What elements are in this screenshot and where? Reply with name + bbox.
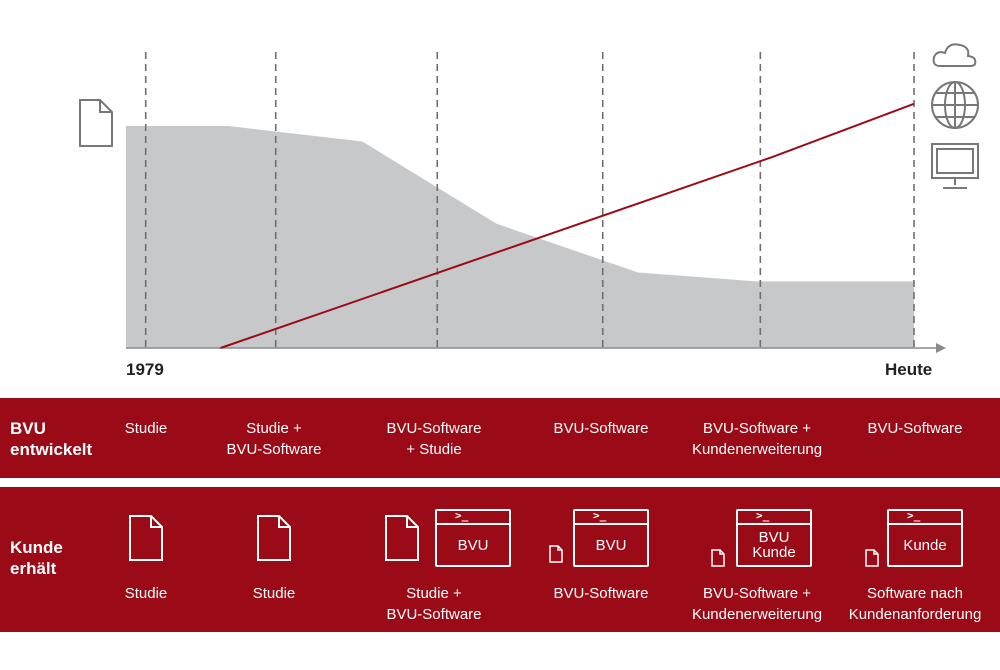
developed-cell-4: BVU-Software — [553, 420, 649, 437]
timeline-start-label: 1979 — [126, 360, 164, 379]
developed-cell-2: Studie + BVU-Software — [226, 420, 322, 458]
globe-icon — [931, 81, 979, 129]
terminal-window-icon: >_ BVU Kunde — [736, 509, 812, 567]
cloud-icon — [932, 43, 977, 67]
time-axis-arrow — [936, 343, 946, 353]
bvu-developed-title: BVU entwickelt — [10, 419, 93, 459]
received-cell-4: BVU-Software — [553, 585, 649, 602]
terminal-window-icon: >_ Kunde — [887, 509, 963, 567]
received-cell-5: BVU-Software + Kundenerweiterung — [691, 585, 823, 623]
received-cell-1: Studie — [124, 585, 168, 602]
timeline-chart — [79, 43, 979, 353]
timeline-end-label: Heute — [885, 360, 933, 379]
bvu-developed-band: BVU entwickelt Studie Studie + BVU-Softw… — [0, 398, 1000, 478]
document-icon — [129, 515, 163, 561]
small-document-icon — [711, 549, 725, 567]
digital-trend-line — [220, 102, 915, 349]
received-cell-2: Studie — [252, 585, 296, 602]
monitor-icon — [931, 143, 979, 189]
received-cell-3: Studie + BVU-Software — [386, 585, 482, 623]
customer-receives-title: Kunde erhält — [10, 538, 63, 578]
terminal-label: BVU — [595, 536, 627, 554]
terminal-label: Kunde — [903, 536, 947, 554]
document-icon — [257, 515, 291, 561]
developed-cell-1: Studie — [124, 420, 168, 437]
terminal-window-icon: >_ BVU — [573, 509, 649, 567]
terminal-label: BVU Kunde — [752, 529, 796, 561]
small-document-icon — [549, 545, 563, 563]
document-area — [126, 126, 914, 348]
terminal-window-icon: >_ BVU — [435, 509, 511, 567]
document-icon — [79, 99, 113, 147]
received-cell-6: Software nach Kundenanforderung — [848, 585, 982, 623]
customer-receives-band: Kunde erhält >_ BVU >_ BVU >_ BVU Kunde … — [0, 487, 1000, 632]
developed-cell-5: BVU-Software + Kundenerweiterung — [691, 420, 823, 458]
plot-area — [126, 52, 946, 353]
document-icon — [385, 515, 419, 561]
terminal-label: BVU — [457, 536, 489, 554]
small-document-icon — [865, 549, 879, 567]
developed-cell-6: BVU-Software — [867, 420, 963, 437]
developed-cell-3: BVU-Software + Studie — [386, 420, 482, 458]
